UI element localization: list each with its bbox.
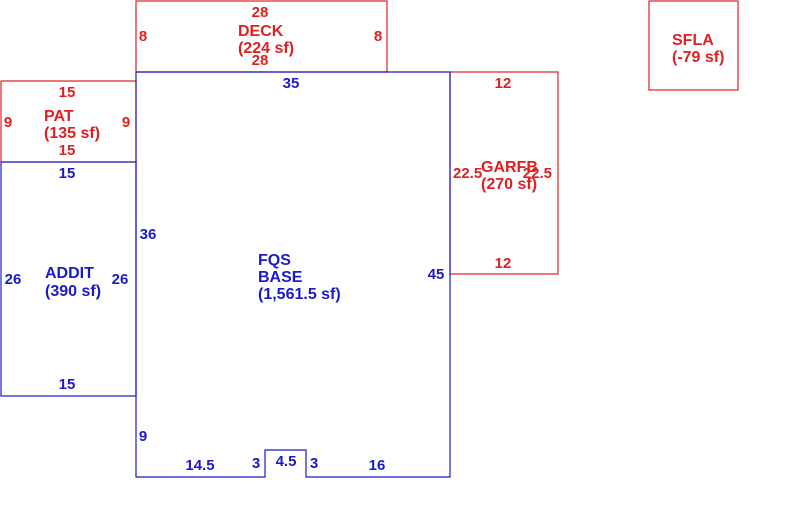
deck-right-dimension: 8 [374, 28, 382, 45]
garfb-right-dimension: 22.5 [523, 165, 552, 182]
base-notch-top-dimension: 4.5 [276, 453, 297, 470]
base-bottom-right-dimension: 16 [369, 457, 386, 474]
garfb-bottom-dimension: 12 [495, 255, 512, 272]
pat-name: PAT [44, 108, 74, 125]
pat-right-dimension: 9 [122, 114, 130, 131]
addit-right-dimension: 26 [112, 271, 129, 288]
base-area: (1,561.5 sf) [258, 286, 341, 303]
deck-top-dimension: 28 [252, 4, 269, 21]
base-notch-left-dimension: 3 [252, 455, 260, 472]
deck-area: (224 sf) [238, 40, 294, 57]
addit-name: ADDIT [45, 265, 94, 282]
sfla-outline [648, 0, 739, 91]
deck-name: DECK [238, 23, 284, 40]
addit-top-dimension: 15 [59, 165, 76, 182]
base-name-line1: FQS [258, 252, 291, 269]
base-bottom-left-dimension: 14.5 [185, 457, 214, 474]
garfb-left-dimension: 22.5 [453, 165, 482, 182]
pat-left-dimension: 9 [4, 114, 12, 131]
base-notch-right-dimension: 3 [310, 455, 318, 472]
sfla-name: SFLA [672, 32, 714, 49]
base-right-dimension: 45 [428, 266, 445, 283]
garfb-area: (270 sf) [481, 176, 537, 193]
base-left-upper-dimension: 36 [140, 226, 157, 243]
base-name-line2: BASE [258, 269, 303, 286]
garfb-name: GARFB [481, 159, 538, 176]
garfb-top-dimension: 12 [495, 75, 512, 92]
base-outline [135, 71, 451, 478]
pat-area: (135 sf) [44, 125, 100, 142]
pat-bottom-dimension: 15 [59, 142, 76, 159]
deck-bottom-dimension: 28 [252, 52, 269, 69]
deck-left-dimension: 8 [139, 28, 147, 45]
addit-left-dimension: 26 [5, 271, 22, 288]
base-top-dimension: 35 [283, 75, 300, 92]
sfla-area: (-79 sf) [672, 49, 724, 66]
addit-bottom-dimension: 15 [59, 376, 76, 393]
addit-area: (390 sf) [45, 283, 101, 300]
pat-top-dimension: 15 [59, 84, 76, 101]
base-left-lower-dimension: 9 [139, 428, 147, 445]
